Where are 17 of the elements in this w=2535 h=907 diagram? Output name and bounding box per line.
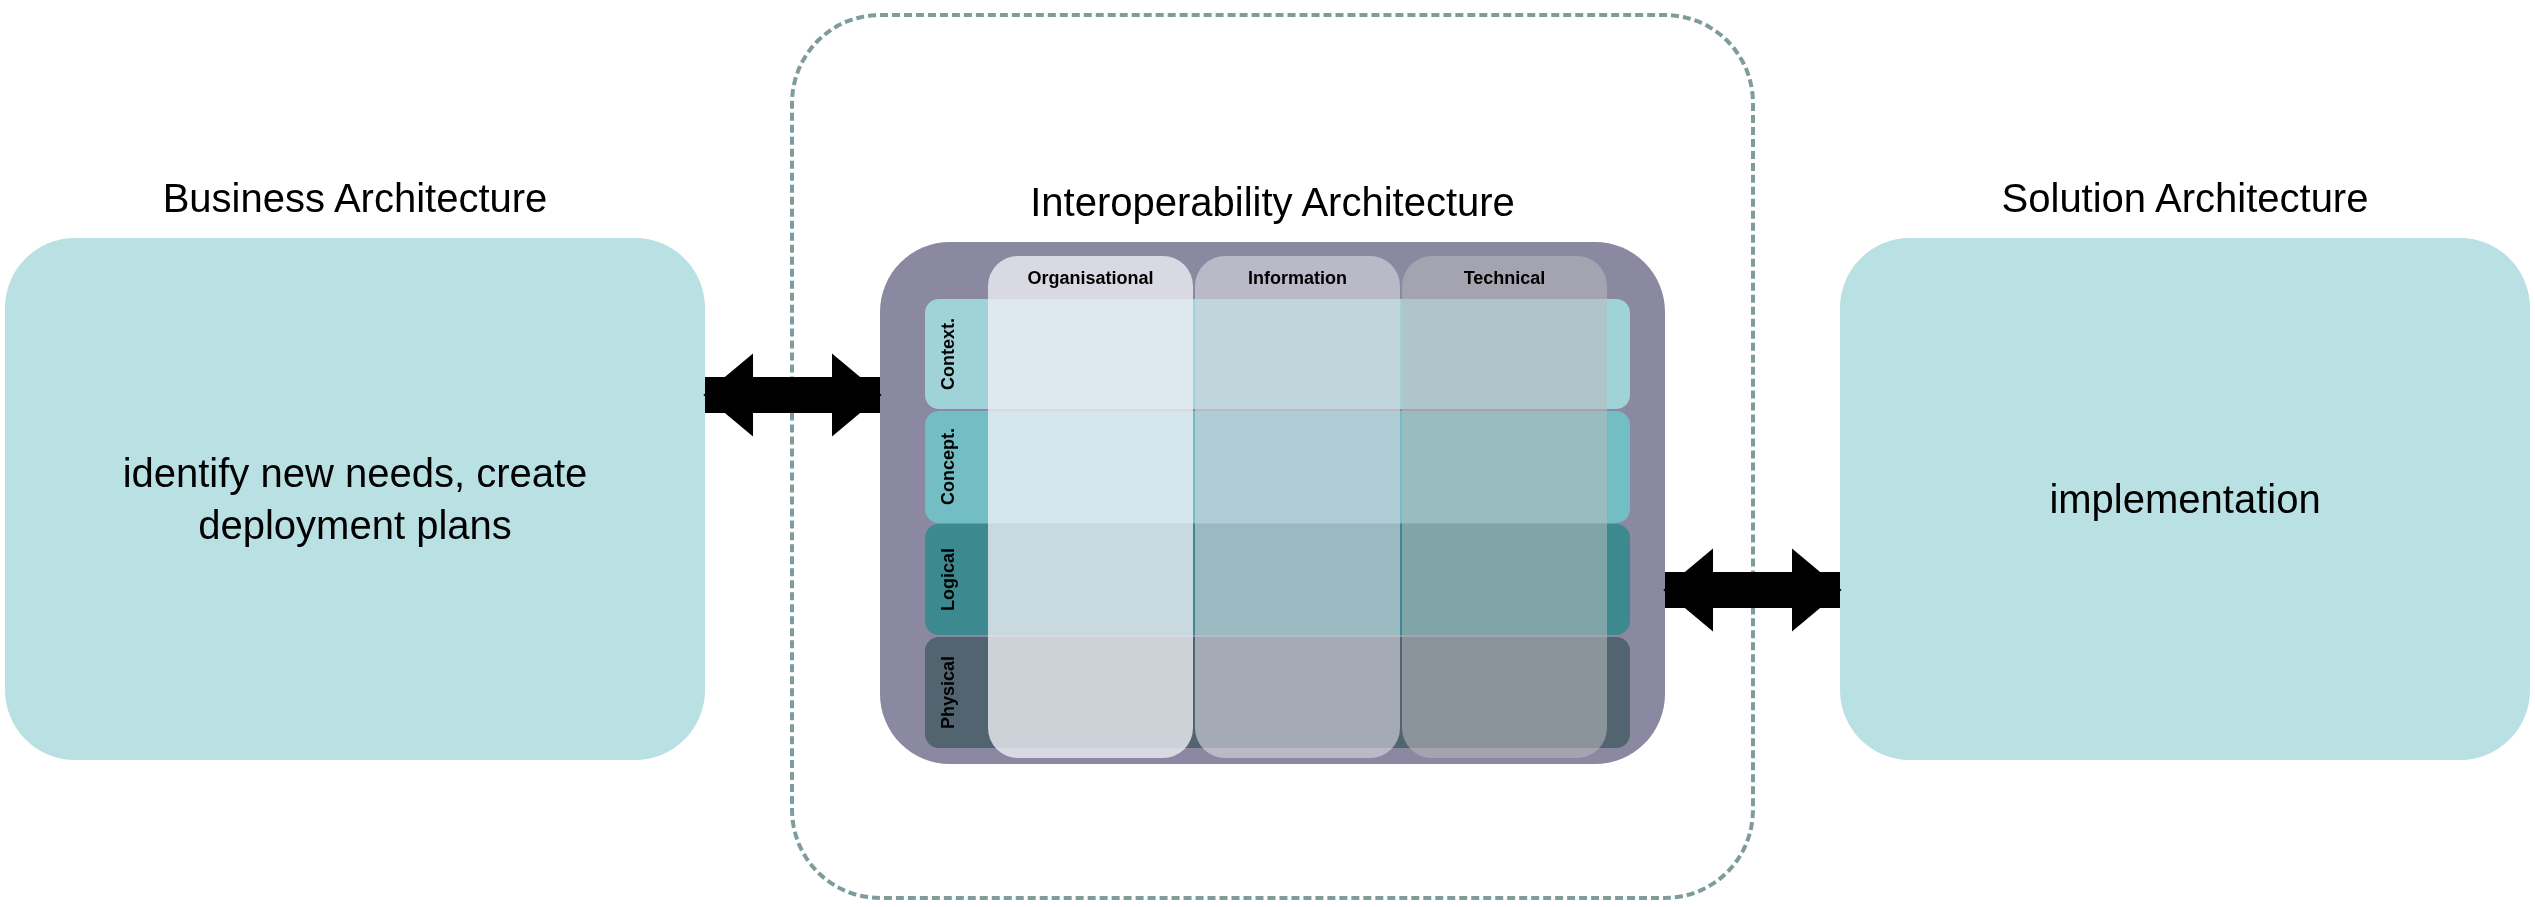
- heading: Solution Architecture: [2001, 176, 2369, 220]
- matrix-panel: [880, 242, 1665, 764]
- row-label: Concept.: [937, 428, 959, 506]
- column-band: [1195, 256, 1400, 758]
- column-label: Information: [1248, 268, 1347, 288]
- column-label: Technical: [1463, 268, 1546, 288]
- column-label: Organisational: [1027, 268, 1154, 288]
- description: implementation: [2049, 476, 2321, 523]
- dashed-boundary: [790, 13, 1755, 900]
- heading: Business Architecture: [162, 176, 548, 220]
- row-label: Logical: [937, 548, 959, 611]
- row-label: Context.: [937, 318, 959, 390]
- description: identify new needs, create deployment plans: [121, 450, 589, 549]
- column-band: [988, 256, 1193, 758]
- row-label: Physical: [937, 655, 959, 729]
- column-band: [1402, 256, 1607, 758]
- heading: Interoperability Architecture: [1030, 180, 1515, 224]
